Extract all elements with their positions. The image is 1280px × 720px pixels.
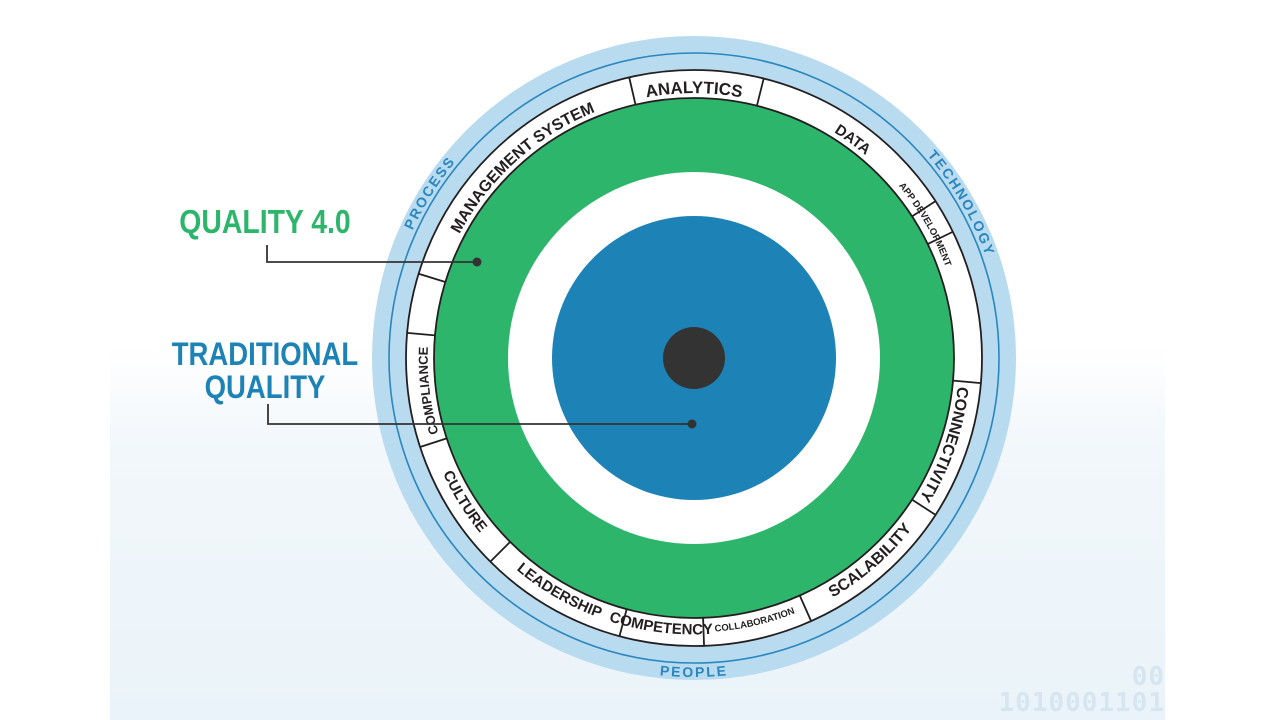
center-dot — [663, 327, 725, 389]
quality40-leader-dot — [472, 257, 482, 267]
segment-divider — [628, 77, 637, 105]
traditional-leader-line — [267, 404, 692, 425]
outer-ring-inner-line — [388, 52, 1000, 664]
segment-divider — [756, 78, 765, 106]
segment-divider — [911, 498, 937, 516]
segment-divider — [489, 541, 511, 563]
segment-dividers — [407, 77, 981, 646]
outer-label-people: PEOPLE — [659, 662, 728, 680]
quality40-text: QUALITY 4.0 — [179, 203, 351, 240]
traditional-leader-dot — [687, 419, 697, 429]
segment-divider — [911, 200, 937, 218]
binary-line-2: 1010001101 — [998, 688, 1165, 718]
binary-line-1: 00 — [1131, 662, 1165, 692]
segment-divider — [618, 608, 628, 637]
traditional-text-line1: TRADITIONAL — [171, 336, 359, 372]
segment-divider — [952, 379, 981, 384]
binary-background-text: 00 1010001101 — [998, 664, 1165, 716]
segment-label-analytics: ANALYTICS — [644, 78, 744, 101]
segment-divider — [798, 595, 812, 622]
quality40-label: QUALITY 4.0 — [166, 204, 364, 240]
segment-divider — [702, 617, 705, 646]
quality40-leader-line — [266, 245, 477, 263]
traditional-text-line2: QUALITY — [204, 369, 326, 405]
segment-divider — [418, 272, 446, 283]
traditional-quality-label: TRADITIONAL QUALITY — [162, 338, 368, 404]
segment-divider — [407, 332, 436, 337]
segment-divider — [927, 230, 954, 245]
segment-divider — [419, 437, 448, 448]
